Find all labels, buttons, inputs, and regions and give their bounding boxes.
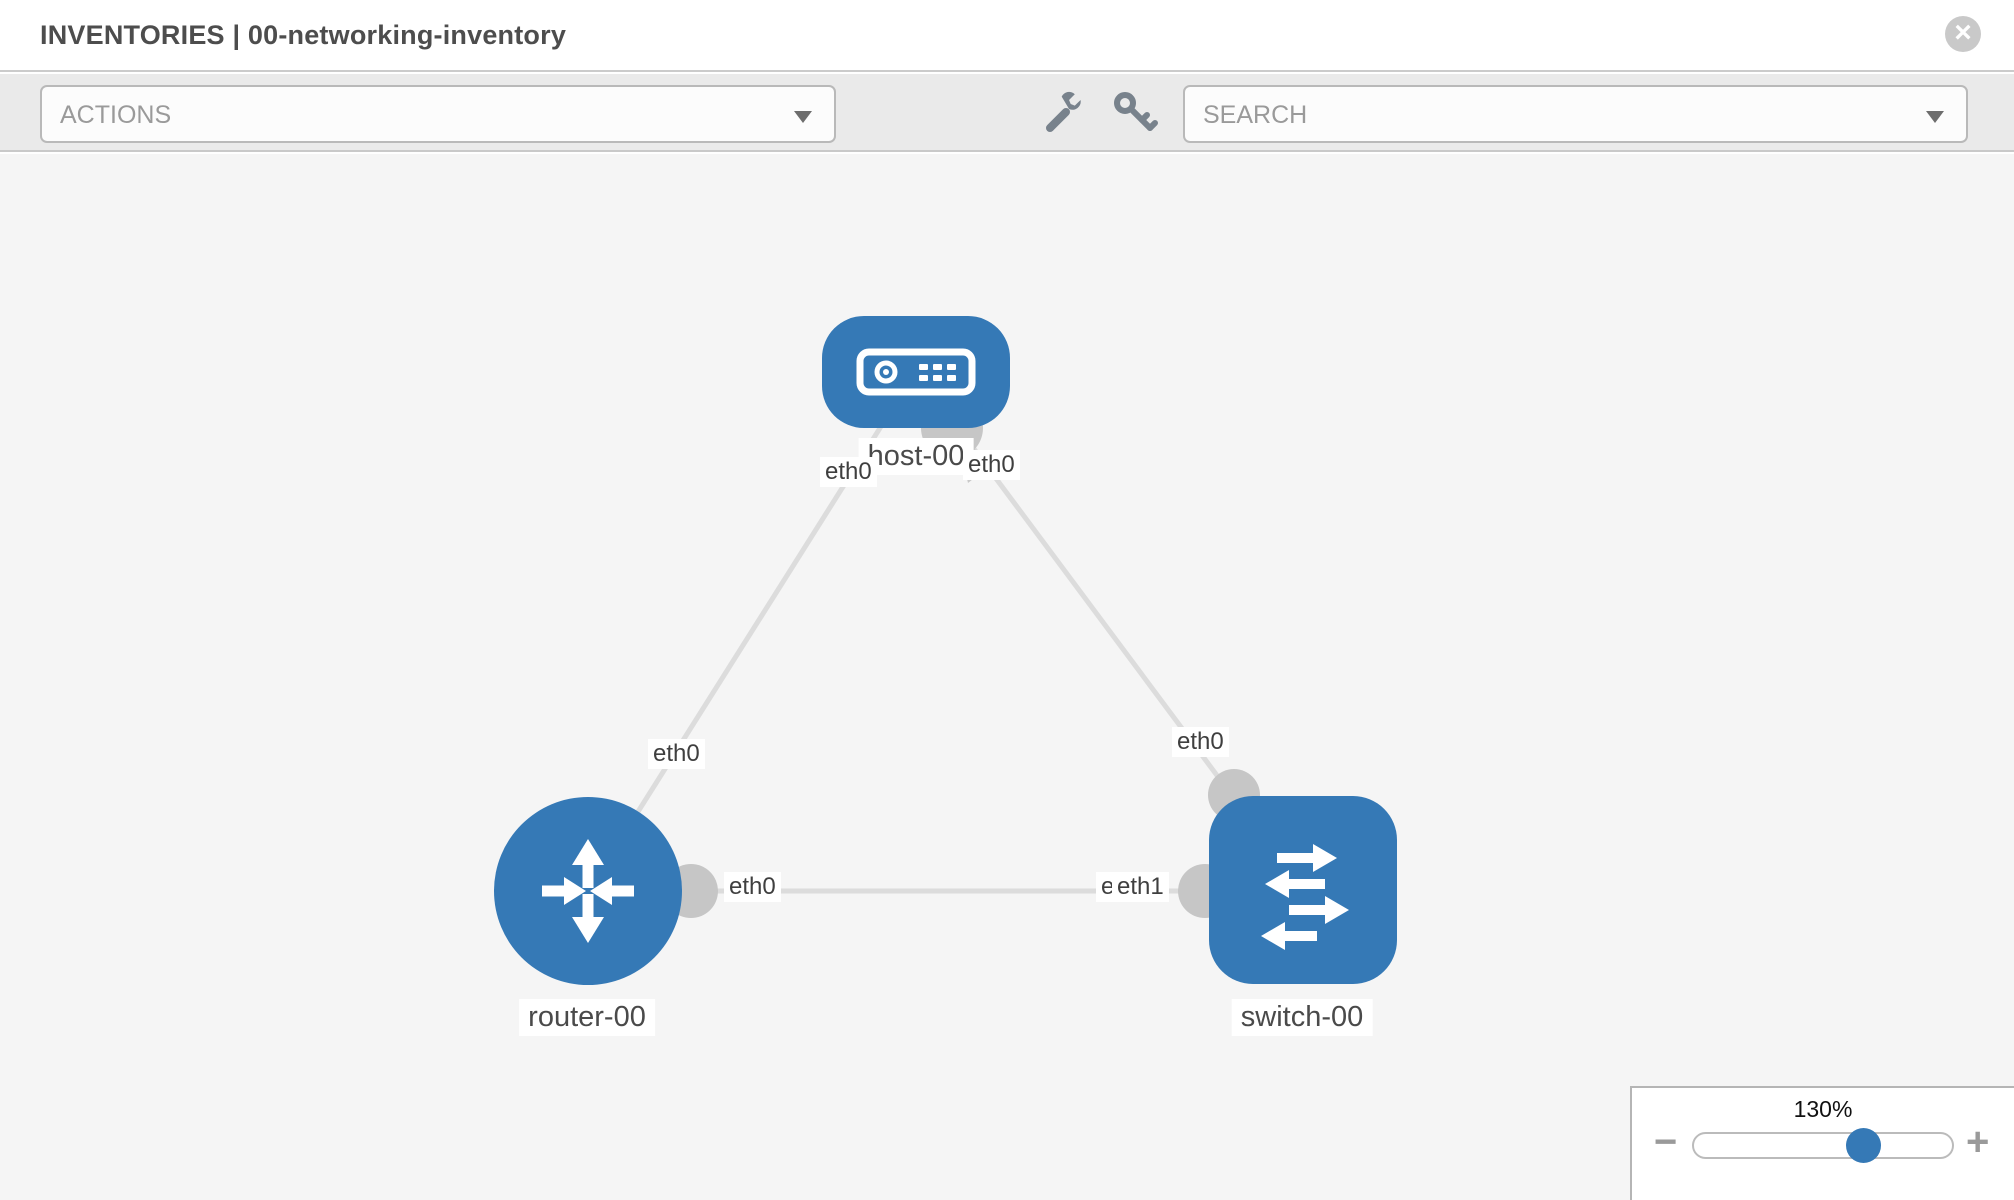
interface-label: eth0 [963,450,1020,480]
node-router-00[interactable] [494,797,682,985]
node-label-host: host-00 [858,438,974,475]
switch-icon [1261,844,1349,950]
interface-label: eth0 [648,739,705,769]
search-dropdown-label: SEARCH [1203,101,1308,129]
wrench-icon[interactable] [1040,88,1088,136]
host-icon [856,348,976,396]
zoom-slider-thumb[interactable] [1846,1128,1881,1163]
chevron-down-icon [794,111,812,123]
zoom-percent-label: 130% [1793,1096,1853,1122]
zoom-slider-track[interactable] [1692,1128,1954,1163]
actions-dropdown[interactable]: ACTIONS [40,85,836,143]
key-icon[interactable] [1110,88,1158,136]
actions-dropdown-label: ACTIONS [60,101,172,129]
chevron-down-icon [1926,111,1944,123]
interface-label: eth1 [1112,872,1169,902]
interface-label-overlap: eth0 eth1 [1096,872,1172,906]
node-label-router: router-00 [519,999,655,1036]
node-host-00[interactable] [822,316,1010,428]
search-dropdown[interactable]: SEARCH [1183,85,1968,143]
toolbar: ACTIONS SEARCH [0,74,2014,152]
close-icon[interactable]: × [1945,16,1981,52]
zoom-panel: 130% − + [1630,1086,2014,1200]
links-layer [585,369,1306,918]
router-icon [542,839,634,943]
node-switch-00[interactable] [1209,796,1397,984]
zoom-out-button[interactable]: − [1654,1120,1678,1164]
interface-label: eth0 [820,457,877,487]
header: INVENTORIES | 00-networking-inventory × [0,0,2014,72]
key-icon-glyph [1114,92,1158,131]
node-label-switch: switch-00 [1231,999,1373,1036]
interface-label: eth0 [724,872,781,902]
interface-label: eth0 [1172,727,1229,757]
page-title: INVENTORIES | 00-networking-inventory [40,20,567,50]
topology-canvas: host-00 router-00 switch-00 eth0 eth0 et… [0,154,2014,1200]
wrench-icon-glyph [1046,91,1081,132]
zoom-in-button[interactable]: + [1966,1120,1990,1164]
